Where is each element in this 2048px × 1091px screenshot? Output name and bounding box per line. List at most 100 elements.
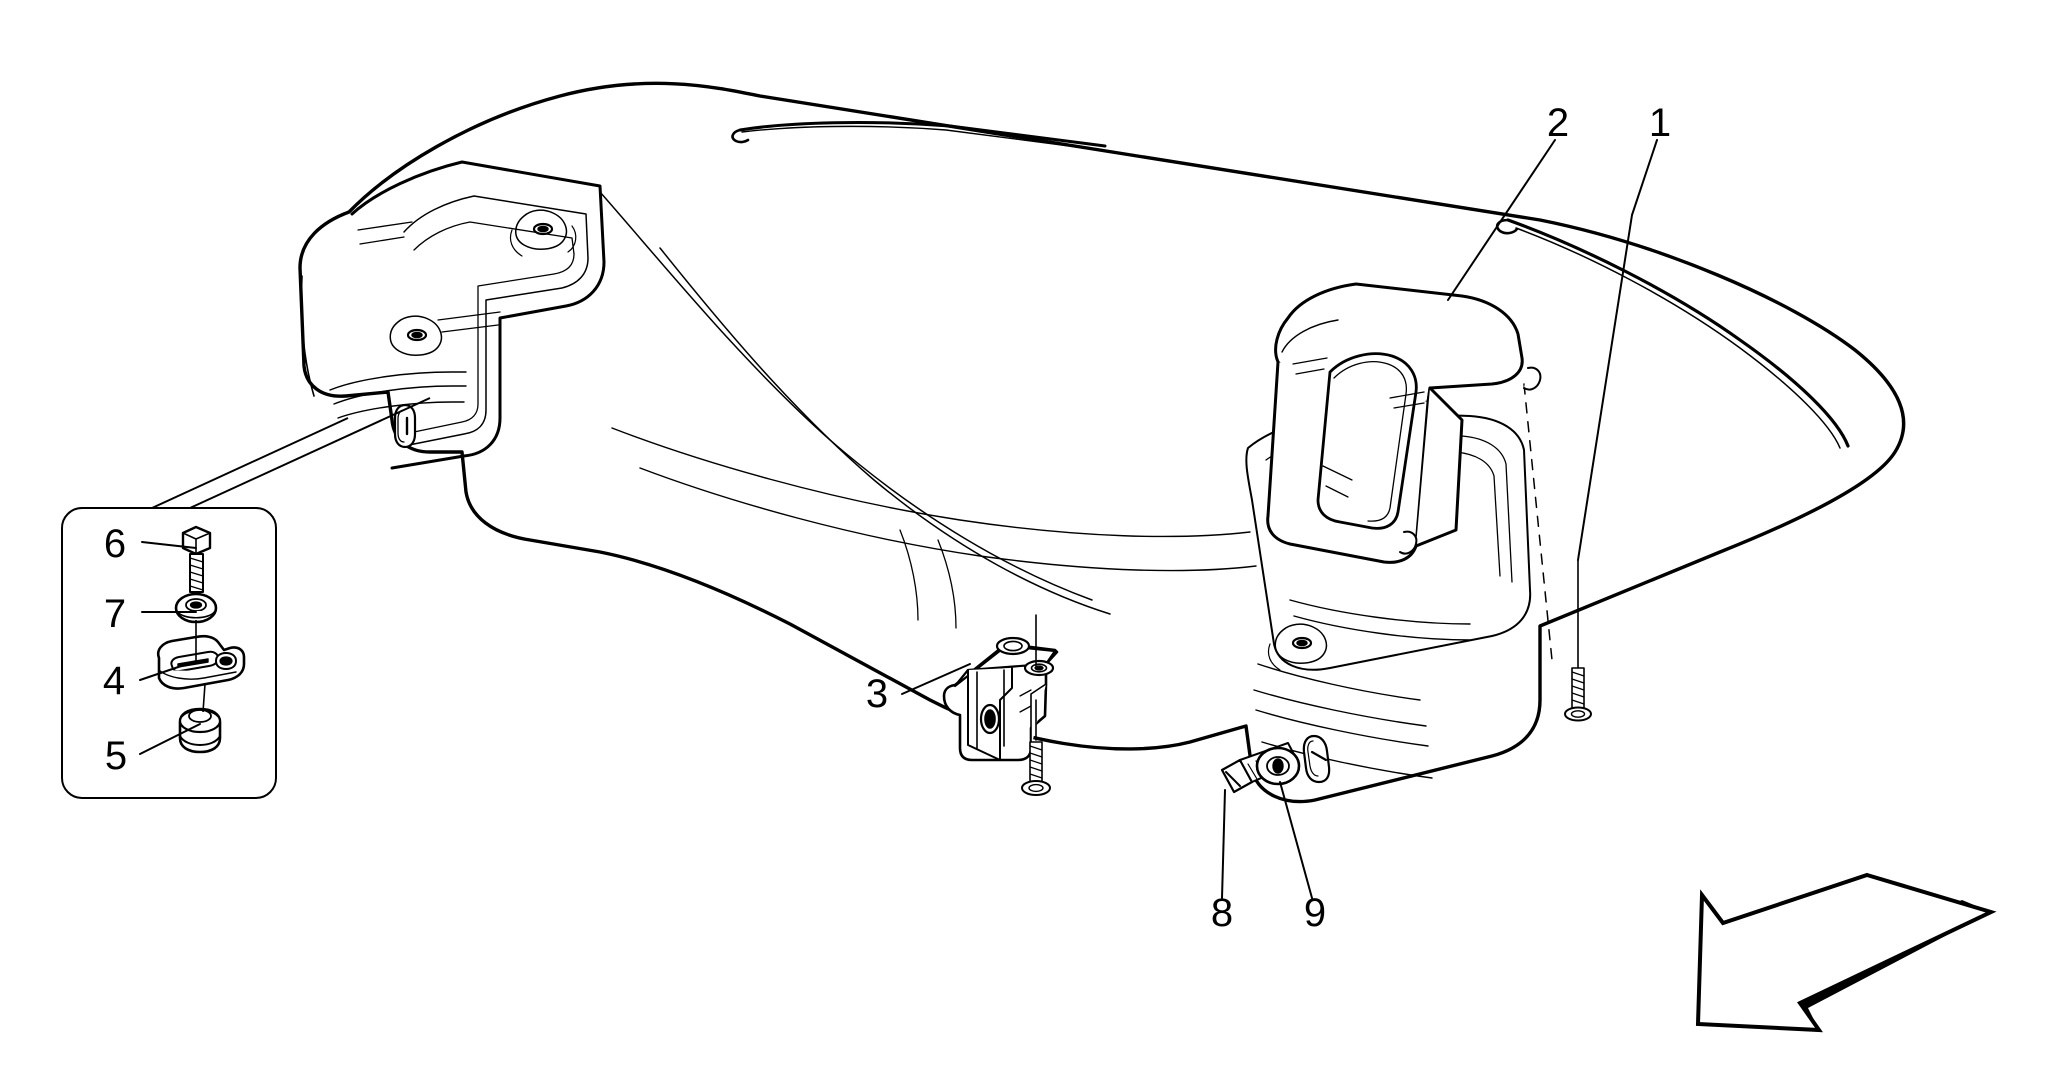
left-corner-inner-rib-2 xyxy=(413,221,575,433)
right-fixing-screw xyxy=(1564,559,1592,722)
front-groove-cap xyxy=(731,128,750,144)
leader-1 xyxy=(1631,139,1658,216)
flat-washer xyxy=(174,592,218,624)
label-8: 8 xyxy=(1211,891,1233,935)
bracket-top-plate xyxy=(953,644,1057,688)
grommet5-bottom-arc xyxy=(179,735,221,746)
leader-lines xyxy=(139,139,1658,899)
left-edge-fold xyxy=(300,275,315,397)
washer7-hole xyxy=(189,601,203,609)
label-3: 3 xyxy=(866,672,888,716)
cap-top-hatch-3 xyxy=(1389,391,1425,399)
washer9-hole xyxy=(1272,758,1284,774)
callout-leader-line-a xyxy=(189,397,431,509)
corner-hatch-4 xyxy=(441,324,499,333)
lower-right-flange-line-3 xyxy=(1255,709,1429,747)
bolt6-thread-1 xyxy=(189,557,204,563)
leader-4 xyxy=(139,660,197,681)
screw-thread-body xyxy=(1029,741,1043,783)
leader-5 xyxy=(139,723,201,755)
cap-body-right xyxy=(1414,386,1464,548)
direction-arrow-body xyxy=(1695,872,1997,1033)
rear-lip-spoiler-outer xyxy=(1506,218,1850,448)
cap-tab-lower xyxy=(1399,530,1418,555)
left-flange-line-2 xyxy=(333,385,467,405)
corner-hatch-3 xyxy=(437,311,501,321)
cap-face-hatch-1 xyxy=(1322,465,1353,481)
label-2: 2 xyxy=(1547,101,1569,145)
cap-right-face xyxy=(1426,386,1432,404)
leader-3 xyxy=(901,663,971,695)
screw8-thread-1 xyxy=(1247,763,1258,780)
surface-curve-1 xyxy=(599,191,1093,601)
bolt6-thread-5 xyxy=(189,585,204,591)
surface-curve-2 xyxy=(659,247,1111,615)
headrest-cover-cap xyxy=(1266,282,1542,564)
bracket-shade-1 xyxy=(1019,689,1032,697)
grommet-nut xyxy=(178,707,222,754)
axis-plate-to-grommet xyxy=(202,683,206,713)
bolt6-thread-3 xyxy=(189,571,204,577)
bracket-boss-top xyxy=(995,636,1031,656)
bracket-right-face xyxy=(1030,683,1047,749)
corner-hatch-2 xyxy=(359,236,405,245)
label-9: 9 xyxy=(1304,891,1326,935)
lower-right-flange-line-2 xyxy=(1253,689,1427,727)
left-flange-line-1 xyxy=(329,371,467,391)
leader-1b xyxy=(1577,214,1633,561)
front-groove-outer xyxy=(738,121,1107,148)
cap-top-hatch-4 xyxy=(1393,402,1425,409)
screw8-slot xyxy=(1225,771,1241,787)
mounting-boss-lower-left xyxy=(389,315,443,356)
surface-curve-4 xyxy=(639,467,1257,572)
surface-curve-6 xyxy=(937,539,957,629)
rear-lip-spoiler-inner xyxy=(1515,227,1841,449)
leader-9 xyxy=(1279,781,1313,899)
cap-top-hatch-1 xyxy=(1292,357,1328,365)
latch-striker-bracket xyxy=(942,636,1059,762)
label-4: 4 xyxy=(103,659,125,703)
cap-face-hatch-2 xyxy=(1325,485,1349,498)
cap-top-rim xyxy=(1281,319,1339,353)
label-1: 1 xyxy=(1649,101,1671,145)
surface-curve-5 xyxy=(899,529,919,621)
left-corner-reinforcement-outer xyxy=(350,160,606,470)
leader-6 xyxy=(141,541,197,549)
lower-right-flange-line-1 xyxy=(1257,663,1421,701)
right-well-rib-2 xyxy=(1293,615,1471,641)
left-flange-slot xyxy=(393,403,417,449)
hidden-edge-dashed xyxy=(1523,383,1553,661)
part-number-labels: 1 2 3 4 5 6 7 8 9 xyxy=(103,101,1671,935)
plate4-hole-dark xyxy=(219,656,233,666)
label-6: 6 xyxy=(104,522,126,566)
bracket-shade-2 xyxy=(1019,705,1032,713)
leader-2 xyxy=(1447,139,1556,301)
front-groove-inner xyxy=(741,125,1101,151)
callout-assembly-axis xyxy=(195,620,206,713)
mounting-boss-upper-left xyxy=(509,209,577,257)
cap-tab-upper xyxy=(1523,366,1542,391)
left-flange-line-3 xyxy=(337,401,465,419)
label-5: 5 xyxy=(105,734,127,778)
mounting-boss-right-well xyxy=(1267,623,1328,671)
bolt6-thread-2 xyxy=(189,564,204,570)
bracket-boss-right xyxy=(1023,659,1055,677)
right-screw-thread xyxy=(1571,667,1585,709)
cover-outline xyxy=(298,81,1906,804)
corner-hatch-1 xyxy=(357,221,413,231)
bracket-slot xyxy=(979,703,1001,735)
tonneau-cover-panel xyxy=(298,81,1906,804)
screw-head-inner xyxy=(1028,783,1044,793)
right-screw-head-inner xyxy=(1570,710,1586,718)
right-well-rib-1 xyxy=(1289,599,1471,625)
left-corner-inner-rib-1 xyxy=(403,195,589,447)
callout-leader-line-b xyxy=(151,417,349,509)
right-flange-slot xyxy=(1302,734,1331,784)
direction-arrow xyxy=(1695,872,1997,1033)
leader-8 xyxy=(1221,789,1226,899)
bolt6-thread-4 xyxy=(189,578,204,584)
grommet5-collar xyxy=(188,709,212,723)
bracket-fixing-screw xyxy=(1021,614,1051,796)
